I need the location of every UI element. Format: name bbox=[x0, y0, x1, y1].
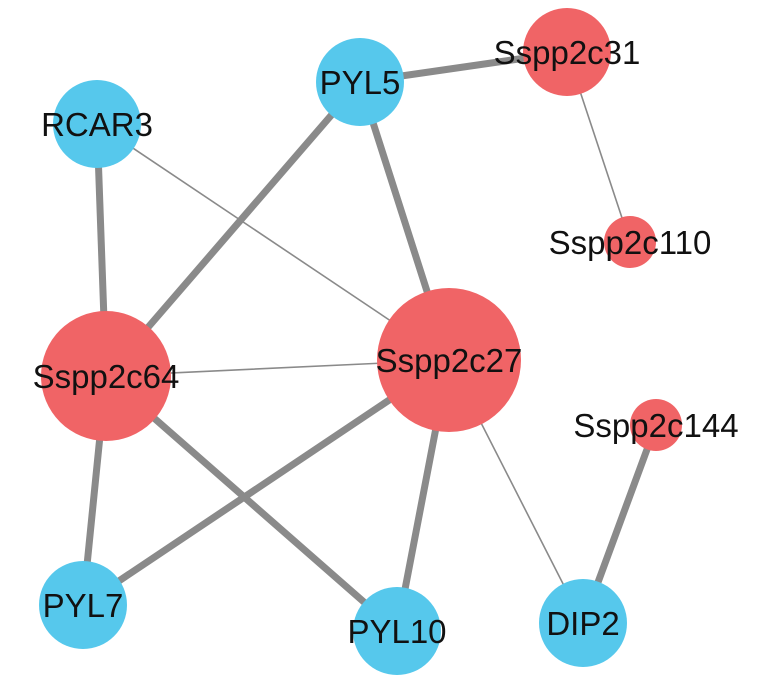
edge-sspp2c27-pyl7 bbox=[79, 356, 453, 609]
node-sspp2c27 bbox=[377, 288, 521, 432]
node-sspp2c144 bbox=[630, 399, 682, 451]
node-label-sspp2c27: Sspp2c27 bbox=[376, 342, 523, 379]
node-label-pyl5: PYL5 bbox=[320, 64, 401, 101]
node-label-sspp2c144: Sspp2c144 bbox=[573, 407, 738, 444]
node-label-pyl10: PYL10 bbox=[347, 613, 446, 650]
node-pyl7 bbox=[39, 561, 127, 649]
node-pyl5 bbox=[316, 38, 404, 126]
node-rcar3 bbox=[53, 80, 141, 168]
node-sspp2c64 bbox=[41, 311, 171, 441]
node-sspp2c110 bbox=[604, 216, 656, 268]
node-layer bbox=[39, 8, 682, 675]
node-pyl10 bbox=[353, 587, 441, 675]
node-label-rcar3: RCAR3 bbox=[41, 106, 153, 143]
node-dip2 bbox=[539, 579, 627, 667]
node-label-pyl7: PYL7 bbox=[43, 587, 124, 624]
node-label-sspp2c64: Sspp2c64 bbox=[33, 358, 180, 395]
node-label-dip2: DIP2 bbox=[546, 605, 619, 642]
node-label-sspp2c31: Sspp2c31 bbox=[494, 34, 641, 71]
node-label-sspp2c110: Sspp2c110 bbox=[549, 224, 712, 261]
edge-layer bbox=[79, 48, 660, 635]
node-sspp2c31 bbox=[523, 8, 611, 96]
